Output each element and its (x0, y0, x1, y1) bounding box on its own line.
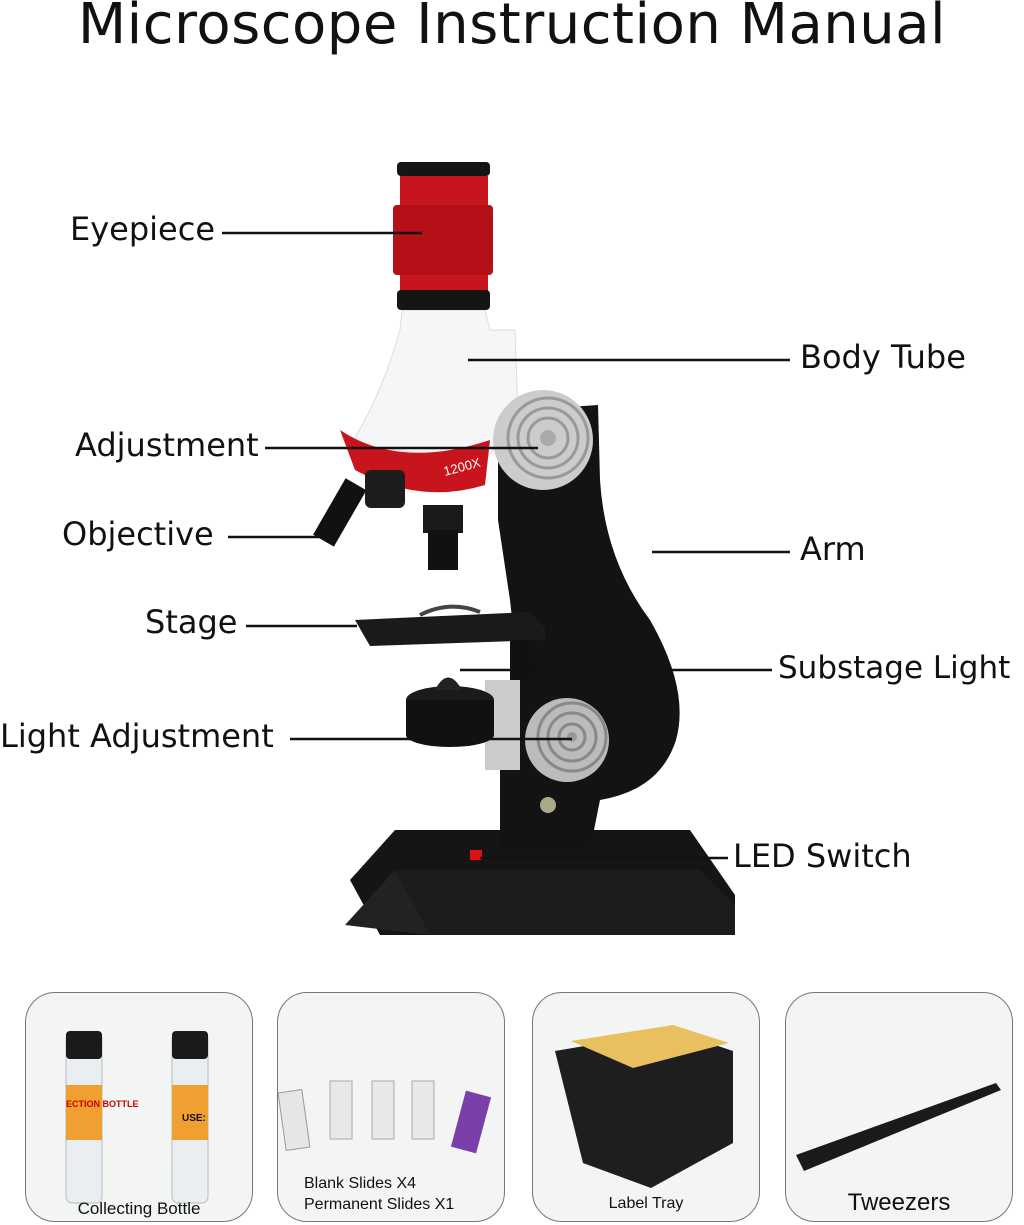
eyepiece (393, 162, 493, 310)
substage-light (406, 677, 494, 747)
bottle-use-text: USE: (182, 1113, 206, 1124)
caption-label-tray: Label Tray (608, 1195, 684, 1212)
base (345, 830, 735, 935)
label-tray-image (555, 1025, 733, 1188)
accessory-label-tray: Label Tray (532, 992, 760, 1222)
label-eyepiece: Eyepiece (70, 210, 216, 248)
focus-adjustment-knob (493, 390, 593, 490)
bottle-label-text: ECTION BOTTLE (66, 1099, 139, 1109)
leader-lines (222, 231, 790, 860)
led-switch (470, 850, 482, 860)
label-stage: Stage (145, 603, 238, 641)
body-tube (349, 309, 519, 461)
caption-permanent-slides: Permanent Slides X1 (304, 1196, 455, 1213)
caption-collecting-bottle: Collecting Bottle (77, 1199, 201, 1218)
microscope-illustration: 1200X (222, 162, 790, 935)
caption-tweezers: Tweezers (847, 1189, 951, 1216)
page-title: Microscope Instruction Manual (77, 0, 947, 57)
slides-image (278, 1080, 492, 1154)
accessory-tweezers: Tweezers (785, 992, 1013, 1222)
label-led-switch: LED Switch (733, 837, 912, 875)
objectives (313, 470, 463, 570)
label-light-adjustment: Light Adjustment (0, 717, 274, 755)
caption-blank-slides: Blank Slides X4 (304, 1175, 417, 1192)
stage (355, 604, 545, 680)
label-adjustment: Adjustment (75, 426, 259, 464)
accessory-collecting-bottle: ECTION BOTTLE USE: Collecting Bottle (25, 992, 253, 1222)
label-body-tube: Body Tube (800, 338, 966, 376)
collecting-bottles-image: ECTION BOTTLE USE: (65, 1031, 209, 1204)
label-arm: Arm (800, 530, 866, 568)
accessory-slides: Blank Slides X4 Permanent Slides X1 (277, 992, 505, 1222)
caption-slides: Blank Slides X4 Permanent Slides X1 (304, 1173, 504, 1215)
tweezers-image (796, 1083, 1001, 1171)
label-objective: Objective (62, 515, 214, 553)
label-substage-light: Substage Light (778, 650, 1011, 686)
